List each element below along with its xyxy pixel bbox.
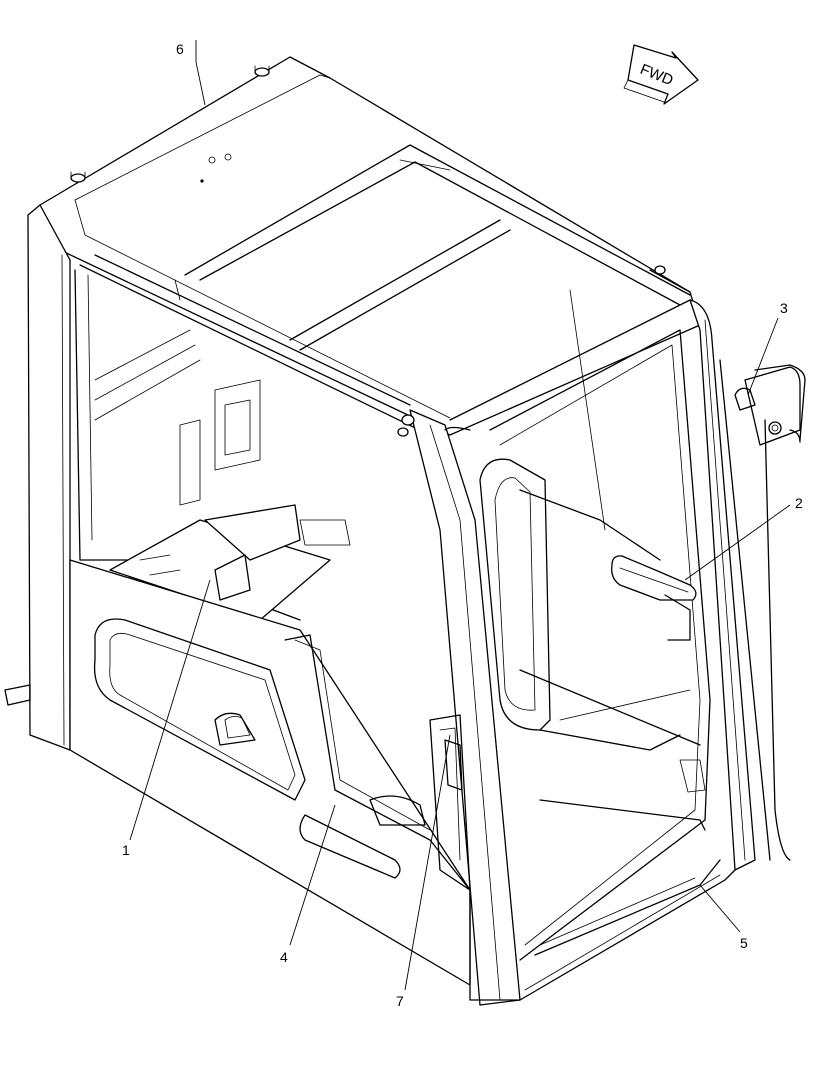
callout-4: 4 bbox=[280, 949, 288, 965]
floor-frame bbox=[429, 714, 736, 1001]
callout-1: 1 bbox=[122, 842, 130, 858]
door-handle bbox=[611, 555, 697, 641]
leader-lines bbox=[129, 40, 791, 991]
mirror-bracket bbox=[734, 364, 806, 861]
callout-6: 6 bbox=[176, 41, 184, 57]
callout-2: 2 bbox=[795, 495, 803, 511]
cab-left-post bbox=[4, 204, 71, 751]
callout-7: 7 bbox=[396, 993, 404, 1009]
seat-mount-base bbox=[109, 504, 351, 626]
callout-5: 5 bbox=[740, 935, 748, 951]
forward-arrow-icon: FWD bbox=[623, 44, 699, 105]
right-outer-post bbox=[649, 265, 771, 871]
callout-3: 3 bbox=[780, 300, 788, 316]
callout-labels: 6 3 2 1 4 5 7 bbox=[122, 41, 803, 1009]
left-side-panel bbox=[69, 559, 471, 986]
roof-panel bbox=[39, 56, 701, 436]
roof-frame bbox=[79, 144, 691, 441]
